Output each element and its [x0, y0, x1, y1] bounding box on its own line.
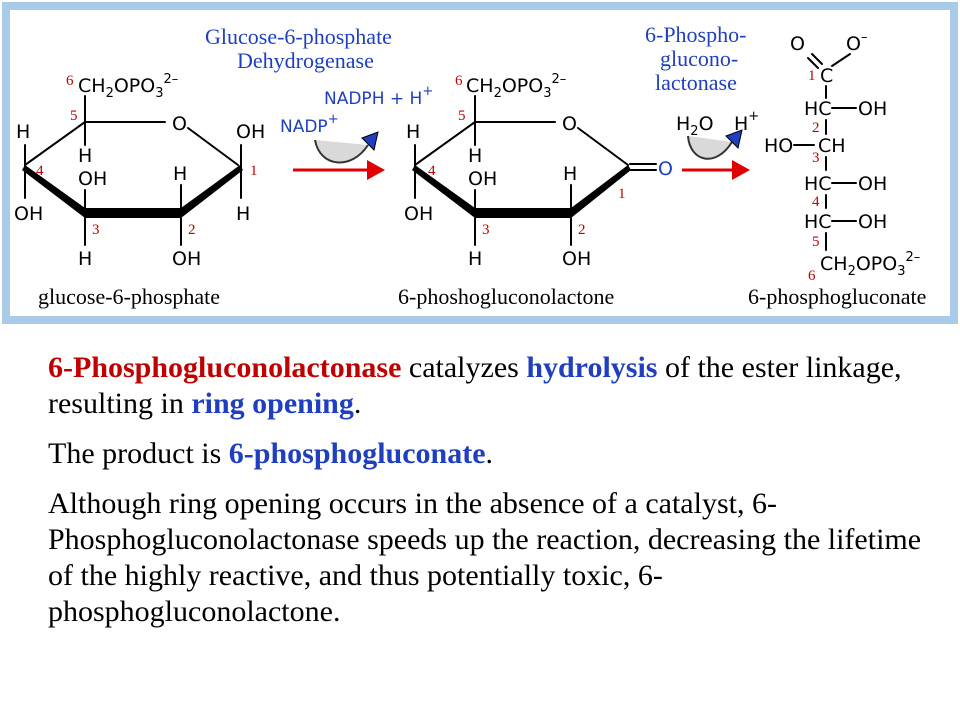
svg-text:2: 2: [812, 120, 820, 136]
svg-text:OH: OH: [78, 168, 107, 190]
paragraph-3: Although ring opening occurs in the abse…: [48, 487, 922, 628]
svg-text:H: H: [78, 248, 92, 270]
svg-text:O: O: [658, 158, 673, 180]
svg-text:3: 3: [482, 222, 490, 238]
diagram-frame: [2, 2, 958, 324]
g6p-ch2opo3: CH2OPO32–: [78, 72, 178, 101]
caption-lactone: 6-phoshogluconolactone: [398, 284, 614, 309]
lactone-structure: CH2OPO32– 6 O 5 H H OH 4 OH H 3 H OH 2 O…: [404, 72, 673, 270]
explanation-text: 6-Phosphogluconolactonase catalyzes hydr…: [48, 350, 928, 644]
g6pd-label-line1: Glucose-6-phosphate: [205, 24, 392, 49]
svg-text:5: 5: [458, 108, 466, 124]
svg-text:H: H: [78, 145, 92, 167]
svg-text:OH: OH: [404, 203, 433, 225]
svg-text:3: 3: [92, 222, 100, 238]
svg-text:6: 6: [455, 73, 463, 89]
svg-text:H: H: [173, 163, 187, 185]
svg-text:4: 4: [36, 163, 44, 179]
svg-text:H: H: [563, 163, 577, 185]
svg-text:O–: O–: [846, 30, 867, 55]
svg-text:3: 3: [812, 150, 820, 166]
svg-text:OH: OH: [858, 98, 887, 120]
svg-text:OH: OH: [236, 121, 265, 143]
svg-text:OH: OH: [562, 248, 591, 270]
nadp-label: NADP+: [280, 112, 339, 137]
svg-text:H: H: [406, 121, 420, 143]
svg-text:1: 1: [618, 186, 626, 202]
svg-text:H: H: [16, 121, 30, 143]
lactonase-label-line1: 6-Phospho-: [645, 22, 746, 47]
svg-text:5: 5: [812, 234, 820, 250]
svg-text:6: 6: [808, 268, 816, 284]
svg-text:OH: OH: [172, 248, 201, 270]
svg-text:2: 2: [188, 222, 196, 238]
svg-text:OH: OH: [858, 173, 887, 195]
paragraph-1: 6-Phosphogluconolactonase catalyzes hydr…: [48, 351, 902, 420]
svg-text:O: O: [562, 113, 577, 135]
proton-label: H+: [734, 109, 759, 135]
caption-phosphogluconate: 6-phosphogluconate: [748, 284, 926, 309]
lactonase-label-line2: glucono-: [660, 46, 738, 71]
svg-text:HC: HC: [804, 211, 832, 233]
svg-text:OH: OH: [14, 203, 43, 225]
svg-text:CH2OPO32–: CH2OPO32–: [466, 72, 566, 101]
svg-text:1: 1: [808, 68, 816, 84]
svg-text:O: O: [172, 113, 187, 135]
svg-text:H: H: [468, 248, 482, 270]
svg-text:CH2OPO32–: CH2OPO32–: [820, 250, 920, 279]
g6pd-label-line2: Dehydrogenase: [237, 48, 374, 73]
glucose-6-phosphate-structure: CH2OPO32– 6 O 5 H H OH 4 OH H 3 H OH 2 O…: [14, 72, 265, 270]
svg-text:1: 1: [250, 163, 258, 179]
svg-text:O: O: [790, 33, 805, 55]
paragraph-2: The product is 6-phosphogluconate.: [48, 437, 494, 470]
svg-text:C: C: [820, 65, 833, 87]
g6p-c6: 6: [66, 73, 74, 89]
caption-glucose-6-phosphate: glucose-6-phosphate: [38, 284, 220, 309]
svg-text:H: H: [236, 203, 250, 225]
nadph-label: NADPH + H+: [324, 84, 433, 109]
lactonase-label-line3: lactonase: [655, 70, 737, 95]
svg-text:5: 5: [70, 108, 78, 124]
svg-text:4: 4: [812, 194, 820, 210]
water-label: H2O: [676, 113, 714, 139]
svg-text:H: H: [468, 145, 482, 167]
cofactor-curved-arrow: [314, 139, 369, 164]
svg-text:OH: OH: [468, 168, 497, 190]
svg-text:HC: HC: [804, 98, 832, 120]
svg-text:HC: HC: [804, 173, 832, 195]
svg-text:CH: CH: [818, 135, 846, 157]
hydrolysis-curved-arrow: [687, 135, 733, 160]
svg-text:2: 2: [578, 222, 586, 238]
phosphogluconate-structure: O O– C 1 HC OH 2 HO CH 3 HC OH 4 HC OH 5…: [764, 30, 920, 284]
svg-text:4: 4: [428, 163, 436, 179]
svg-text:HO: HO: [764, 135, 793, 157]
reaction-diagram: CH2OPO32– 6 O 5 H H OH 4 OH H 3 H OH 2 O…: [2, 2, 958, 324]
svg-text:OH: OH: [858, 211, 887, 233]
